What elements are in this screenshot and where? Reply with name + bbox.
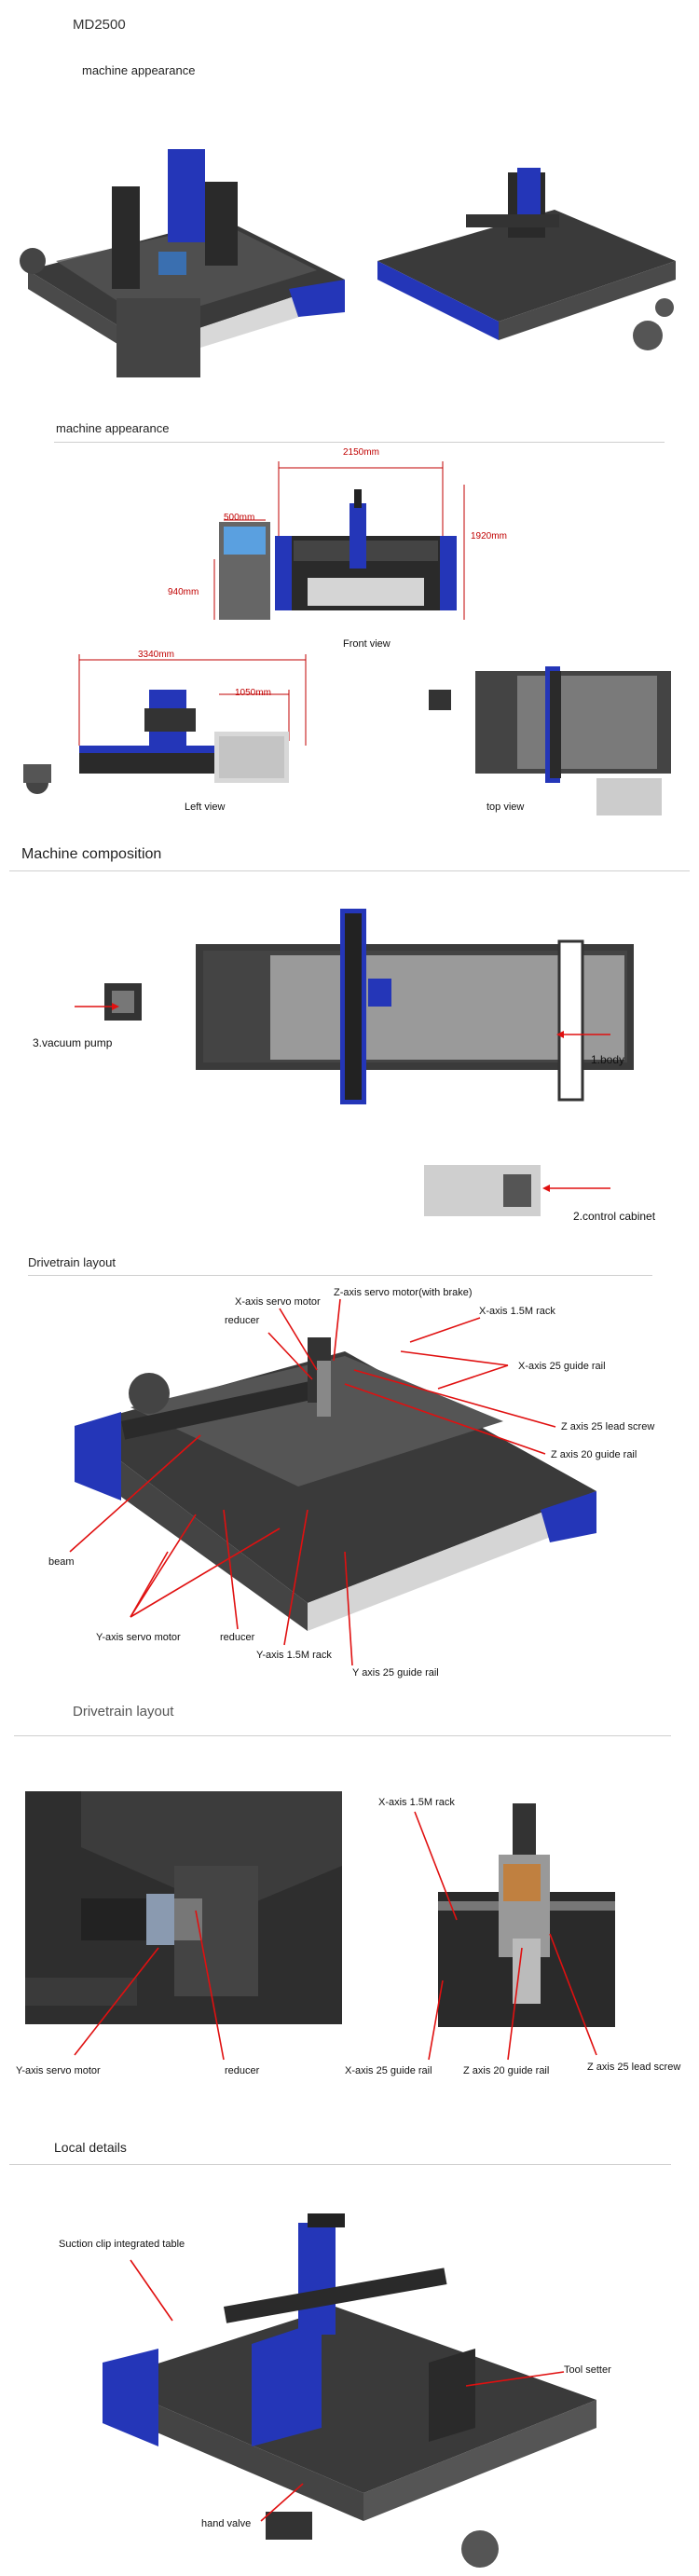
dim-height: 1920mm	[471, 531, 507, 541]
model-title: MD2500	[73, 17, 126, 33]
vacuum-pump-label: 3.vacuum pump	[33, 1036, 113, 1049]
drivetrain-detail-right-image	[438, 1803, 615, 2027]
left-view-drawing	[23, 654, 307, 794]
z-rail-label: Z axis 20 guide rail	[551, 1449, 637, 1460]
x-rail-label: X-axis 25 guide rail	[518, 1361, 606, 1372]
dim-length: 3340mm	[138, 650, 174, 660]
section-divider	[28, 1275, 652, 1276]
dim-width: 2150mm	[343, 447, 379, 458]
x-rail-detail-label: X-axis 25 guide rail	[345, 2065, 432, 2076]
drivetrain-detail-left-image	[25, 1791, 342, 2024]
x-rack-detail-label: X-axis 1.5M rack	[378, 1797, 455, 1808]
reducer-top-label: reducer	[225, 1315, 260, 1326]
drivetrain-detail-arrows	[74, 1811, 597, 2061]
beam-label: beam	[48, 1556, 75, 1568]
front-view-drawing	[213, 461, 465, 620]
z-rail-detail-label: Z axis 20 guide rail	[463, 2065, 550, 2076]
local-details-image	[103, 2213, 596, 2568]
y-rail-label: Y axis 25 guide rail	[352, 1667, 439, 1679]
dim-cabinet-width: 500mm	[224, 513, 255, 523]
composition-image	[104, 909, 634, 1216]
dim-depth: 1050mm	[235, 688, 271, 698]
top-view-drawing	[429, 666, 671, 815]
composition-title: Machine composition	[21, 846, 162, 862]
y-rack-label: Y-axis 1.5M rack	[256, 1650, 332, 1661]
x-rack-label: X-axis 1.5M rack	[479, 1306, 555, 1317]
top-view-label: top view	[487, 802, 525, 813]
composition-arrows	[75, 1003, 610, 1192]
appearance-section-title: machine appearance	[56, 421, 170, 435]
section-divider	[9, 870, 690, 871]
hand-valve-label: hand valve	[201, 2518, 252, 2529]
z-screw-label: Z axis 25 lead screw	[561, 1421, 655, 1432]
y-servo-label: Y-axis servo motor	[96, 1632, 181, 1643]
drivetrain-arrows	[69, 1298, 556, 1666]
left-view-label: Left view	[185, 802, 226, 813]
body-label: 1.body	[591, 1053, 625, 1066]
section-divider	[54, 442, 665, 443]
dim-cabinet-height: 940mm	[168, 587, 199, 597]
machine-appearance-left-image	[20, 149, 345, 377]
control-cabinet-label: 2.control cabinet	[573, 1210, 656, 1223]
section-divider	[14, 1735, 671, 1736]
reducer-detail-label: reducer	[225, 2065, 260, 2076]
x-servo-label: X-axis servo motor	[235, 1296, 321, 1308]
local-details-title: Local details	[54, 2140, 127, 2155]
machine-appearance-right-image	[377, 168, 676, 350]
z-servo-label: Z-axis servo motor(with brake)	[334, 1287, 473, 1298]
drivetrain-image	[75, 1337, 596, 1631]
drivetrain-title: Drivetrain layout	[28, 1255, 116, 1269]
tool-setter-label: Tool setter	[564, 2364, 611, 2376]
drivetrain-detail-title: Drivetrain layout	[73, 1704, 174, 1720]
reducer-bottom-label: reducer	[220, 1632, 255, 1643]
appearance-subtitle: machine appearance	[82, 63, 196, 77]
front-view-label: Front view	[343, 638, 391, 650]
suction-table-label: Suction clip integrated table	[59, 2239, 185, 2250]
section-divider	[9, 2164, 671, 2165]
y-servo-detail-label: Y-axis servo motor	[16, 2065, 101, 2076]
z-screw-detail-label: Z axis 25 lead screw	[587, 2062, 681, 2073]
